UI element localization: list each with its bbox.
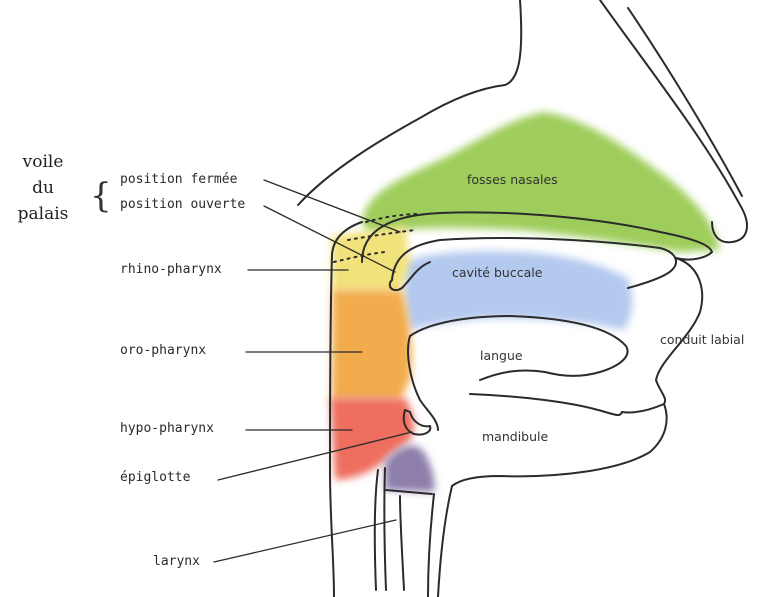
label-epiglotte: épiglotte bbox=[120, 470, 190, 485]
label-larynx: larynx bbox=[153, 554, 200, 569]
brace-icon: { bbox=[90, 176, 112, 216]
soft-palate-line2: du bbox=[0, 176, 88, 200]
larynx-tube-left bbox=[375, 470, 378, 590]
label-position-fermee: position fermée bbox=[120, 172, 237, 187]
label-position-ouverte: position ouverte bbox=[120, 197, 245, 212]
label-conduit-labial: conduit labial bbox=[660, 332, 744, 347]
oral-cavity-region bbox=[404, 251, 632, 330]
neck-front-outline bbox=[438, 486, 452, 597]
label-mandibule: mandibule bbox=[482, 429, 548, 444]
oro-pharynx-region bbox=[332, 290, 412, 400]
larynx-front-wall bbox=[428, 494, 434, 597]
label-hypo-pharynx: hypo-pharynx bbox=[120, 421, 214, 436]
label-cavite-buccale: cavité buccale bbox=[452, 265, 542, 280]
label-langue: langue bbox=[480, 348, 523, 363]
label-rhino-pharynx: rhino-pharynx bbox=[120, 262, 222, 277]
lower-lip-outline bbox=[622, 404, 664, 413]
soft-palate-line1: voile bbox=[0, 150, 88, 174]
larynx-inner-right bbox=[400, 496, 404, 590]
chin-outline bbox=[452, 404, 667, 486]
soft-palate-line3: palais bbox=[0, 202, 88, 226]
label-oro-pharynx: oro-pharynx bbox=[120, 343, 206, 358]
lips-outline bbox=[656, 258, 702, 404]
leader-larynx bbox=[214, 520, 396, 562]
mandible-upper-outline bbox=[470, 394, 622, 415]
label-fosses-nasales: fosses nasales bbox=[467, 172, 558, 187]
